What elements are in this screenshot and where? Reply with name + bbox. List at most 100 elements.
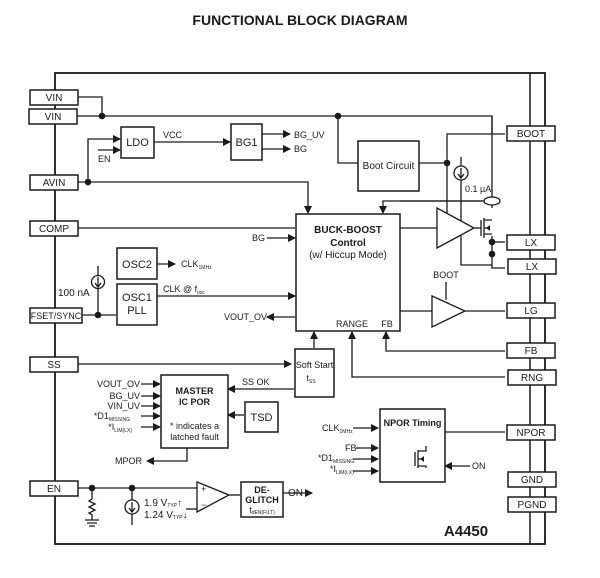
bg1-block: BG1 bbox=[230, 123, 263, 161]
bg-label: BG bbox=[294, 144, 307, 154]
svg-text:MASTER: MASTER bbox=[176, 386, 215, 396]
clk-fosc-label: CLK @ fosc bbox=[163, 284, 205, 296]
svg-text:COMP: COMP bbox=[39, 224, 69, 235]
soft-start-block: Soft Start tSS bbox=[294, 348, 335, 398]
npor-fet-icon bbox=[414, 446, 427, 468]
svg-text:OSC2: OSC2 bbox=[122, 259, 152, 271]
wires bbox=[77, 73, 531, 544]
pin-lx-1[interactable]: LX bbox=[506, 234, 556, 251]
svg-text:EN: EN bbox=[47, 484, 61, 495]
svg-text:FB: FB bbox=[525, 346, 538, 357]
on-output-label: ON bbox=[288, 488, 303, 499]
osc2-block: OSC2 bbox=[116, 247, 158, 280]
master-ic-por-block: MASTER IC POR * indicates a latched faul… bbox=[160, 374, 229, 449]
npor-fb-label: FB bbox=[345, 443, 357, 453]
svg-text:RANGE: RANGE bbox=[336, 319, 368, 329]
fset-current-source-icon bbox=[90, 266, 106, 290]
pin-npor[interactable]: NPOR bbox=[506, 424, 556, 441]
pin-boot[interactable]: BOOT bbox=[506, 125, 556, 142]
boot-lg-label: BOOT bbox=[433, 270, 459, 280]
svg-text:BG1: BG1 bbox=[235, 137, 257, 149]
pin-fset-sync[interactable]: FSET/SYNC bbox=[29, 307, 83, 324]
fset-current-label: 100 nA bbox=[58, 288, 90, 299]
high-side-driver-icon bbox=[436, 206, 476, 250]
en-ldo-label: EN bbox=[98, 154, 111, 164]
svg-text:TSD: TSD bbox=[251, 412, 273, 424]
svg-text:tSS: tSS bbox=[306, 373, 316, 385]
high-side-fet-icon bbox=[480, 218, 492, 238]
svg-text:Soft Start: Soft Start bbox=[296, 360, 334, 370]
pin-vin-2[interactable]: VIN bbox=[28, 108, 78, 125]
boot-current-label: 0.1 µA bbox=[465, 184, 491, 194]
pin-fb[interactable]: FB bbox=[506, 342, 556, 359]
part-number: A4450 bbox=[444, 523, 488, 540]
npor-d1-label: *D1MISSING bbox=[318, 453, 354, 465]
ss-ok-label: SS OK bbox=[242, 377, 270, 387]
buck-boost-control-block: BUCK-BOOST Control (w/ Hiccup Mode) RANG… bbox=[295, 213, 401, 332]
svg-text:IC POR: IC POR bbox=[179, 397, 211, 407]
pin-lg[interactable]: LG bbox=[506, 302, 556, 319]
pin-pgnd[interactable]: PGND bbox=[507, 496, 557, 513]
svg-text:latched fault: latched fault bbox=[170, 432, 219, 442]
osc1-pll-block: OSC1 PLL bbox=[116, 283, 158, 326]
clk-1mhz-label: CLK1MHz bbox=[181, 259, 212, 271]
pin-en[interactable]: EN bbox=[29, 480, 79, 497]
d1-missing-label: *D1MISSING bbox=[94, 411, 130, 423]
svg-text:GLITCH: GLITCH bbox=[245, 495, 279, 505]
pin-vin-1[interactable]: VIN bbox=[29, 89, 79, 106]
pin-lx-2[interactable]: LX bbox=[507, 258, 557, 275]
svg-text:LG: LG bbox=[524, 306, 538, 317]
threshold-high-label: 1.9 VTYP↑ bbox=[144, 498, 182, 509]
svg-text:Boot Circuit: Boot Circuit bbox=[363, 161, 415, 172]
mpor-label: MPOR bbox=[115, 456, 143, 466]
npor-ilim-label: *ILIM(LX) bbox=[330, 464, 354, 476]
svg-text:PLL: PLL bbox=[127, 305, 147, 317]
svg-text:RNG: RNG bbox=[521, 373, 543, 384]
comparator-plus: + bbox=[201, 484, 206, 494]
boot-circuit-block: Boot Circuit bbox=[357, 140, 420, 192]
boot-current-source-icon bbox=[453, 165, 469, 181]
npor-on-label: ON bbox=[472, 461, 486, 471]
svg-text:VIN: VIN bbox=[46, 93, 63, 104]
svg-text:SS: SS bbox=[47, 360, 61, 371]
svg-text:OSC1: OSC1 bbox=[122, 292, 152, 304]
en-comparator-icon bbox=[196, 481, 231, 514]
pin-rng[interactable]: RNG bbox=[507, 369, 557, 386]
threshold-low-label: 1.24 VTYP↓ bbox=[144, 510, 188, 521]
pin-avin[interactable]: AVIN bbox=[29, 174, 79, 191]
svg-text:FSET/SYNC: FSET/SYNC bbox=[31, 311, 82, 321]
bg-input-label: BG bbox=[252, 233, 265, 243]
npor-timing-block: NPOR Timing bbox=[379, 408, 446, 483]
pin-comp[interactable]: COMP bbox=[29, 220, 79, 237]
svg-text:AVIN: AVIN bbox=[43, 178, 66, 189]
svg-text:tdEN(FILT): tdEN(FILT) bbox=[249, 505, 275, 516]
current-sense-icon bbox=[483, 196, 501, 206]
pin-ss[interactable]: SS bbox=[29, 356, 79, 373]
low-side-driver-icon bbox=[431, 294, 467, 329]
pin-gnd[interactable]: GND bbox=[507, 471, 557, 488]
vcc-label: VCC bbox=[163, 130, 183, 140]
comparator-minus: − bbox=[201, 500, 206, 510]
bg-uv-input-label: BG_UV bbox=[109, 391, 140, 401]
svg-text:DE-: DE- bbox=[254, 485, 270, 495]
vout-ov-label: VOUT_OV bbox=[97, 379, 140, 389]
ldo-block: LDO bbox=[120, 126, 155, 159]
svg-text:VIN: VIN bbox=[45, 112, 62, 123]
svg-text:GND: GND bbox=[521, 475, 543, 486]
vin-uv-label: VIN_UV bbox=[107, 401, 140, 411]
svg-text:LX: LX bbox=[526, 262, 539, 273]
diagram-title: FUNCTIONAL BLOCK DIAGRAM bbox=[192, 12, 407, 28]
tsd-block: TSD bbox=[244, 401, 279, 433]
svg-text:NPOR Timing: NPOR Timing bbox=[384, 418, 442, 428]
svg-text:BOOT: BOOT bbox=[517, 129, 545, 140]
vout-ov-output-label: VOUT_OV bbox=[224, 312, 267, 322]
svg-text:(w/ Hiccup Mode): (w/ Hiccup Mode) bbox=[309, 250, 387, 261]
bg-uv-label: BG_UV bbox=[294, 130, 325, 140]
deglitch-block: DE- GLITCH tdEN(FILT) bbox=[240, 481, 284, 518]
svg-text:NPOR: NPOR bbox=[517, 428, 546, 439]
svg-text:LX: LX bbox=[525, 238, 538, 249]
svg-text:LDO: LDO bbox=[126, 137, 149, 149]
en-current-source-icon bbox=[124, 499, 140, 515]
svg-text:* indicates a: * indicates a bbox=[170, 421, 219, 431]
